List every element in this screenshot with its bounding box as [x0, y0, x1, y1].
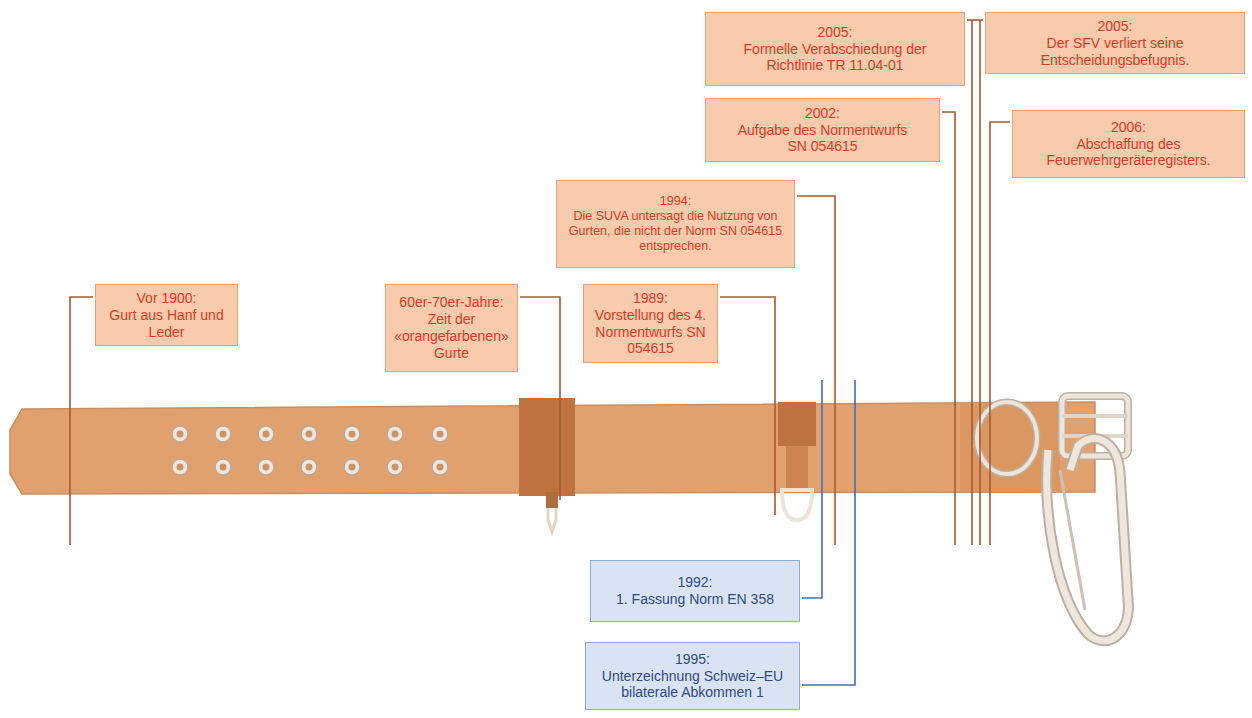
- year-label: 1995:: [596, 651, 789, 668]
- eu-milestone-box: 1992:1. Fassung Norm EN 358: [590, 560, 800, 622]
- year-label: 1989:: [590, 290, 711, 307]
- belt: [10, 396, 1128, 641]
- milestone-text: Zeit der «orangefarbenen» Gurte: [390, 311, 513, 361]
- milestone-text: Unterzeichnung Schweiz–EU bilaterale Abk…: [596, 668, 789, 702]
- year-label: 2002:: [730, 105, 915, 122]
- milestone-box: 2005:Der SFV verliert seine Entscheidung…: [985, 12, 1245, 74]
- year-label: 1994:: [567, 194, 784, 209]
- milestone-text: Formelle Verabschiedung der Richtlinie T…: [740, 41, 930, 75]
- milestone-text: Die SUVA untersagt die Nutzung von Gurte…: [567, 209, 784, 254]
- milestone-text: Vorstellung des 4. Normentwurfs SN 05461…: [590, 307, 711, 357]
- milestone-text: Der SFV verliert seine Entscheidungsbefu…: [1026, 35, 1204, 69]
- milestone-box: Vor 1900:Gurt aus Hanf und Leder: [95, 284, 238, 346]
- year-label: 1992:: [601, 574, 789, 591]
- milestone-box: 1989:Vorstellung des 4. Normentwurfs SN …: [583, 284, 718, 363]
- eu-milestone-box: 1995:Unterzeichnung Schweiz–EU bilateral…: [585, 642, 800, 710]
- year-label: 60er-70er-Jahre:: [390, 294, 513, 311]
- leader-lines-eu: [802, 380, 855, 685]
- year-label: 2005:: [1026, 18, 1204, 35]
- grommets: [172, 426, 448, 475]
- ring: [977, 402, 1037, 474]
- milestone-text: Gurt aus Hanf und Leder: [104, 307, 229, 341]
- belt-keeper: [519, 398, 575, 532]
- year-label: 2006:: [1031, 119, 1226, 136]
- milestone-box: 2006:Abschaffung des Feuerwehrgeräteregi…: [1012, 110, 1245, 178]
- d-ring-strap: [778, 402, 816, 520]
- milestone-box: 60er-70er-Jahre:Zeit der «orangefarbenen…: [385, 284, 518, 372]
- carabiner: [1047, 438, 1129, 640]
- milestone-box: 1994:Die SUVA untersagt die Nutzung von …: [556, 180, 795, 268]
- milestone-box: 2002:Aufgabe des Normentwurfs SN 054615: [705, 98, 940, 162]
- leader-lines: [70, 20, 1010, 545]
- milestone-text: Abschaffung des Feuerwehrgeräteregisters…: [1031, 136, 1226, 170]
- milestone-box: 2005:Formelle Verabschiedung der Richtli…: [705, 12, 965, 86]
- milestone-text: Aufgabe des Normentwurfs SN 054615: [730, 122, 915, 156]
- year-label: 2005:: [740, 24, 930, 41]
- year-label: Vor 1900:: [104, 290, 229, 307]
- milestone-text: 1. Fassung Norm EN 358: [601, 591, 789, 608]
